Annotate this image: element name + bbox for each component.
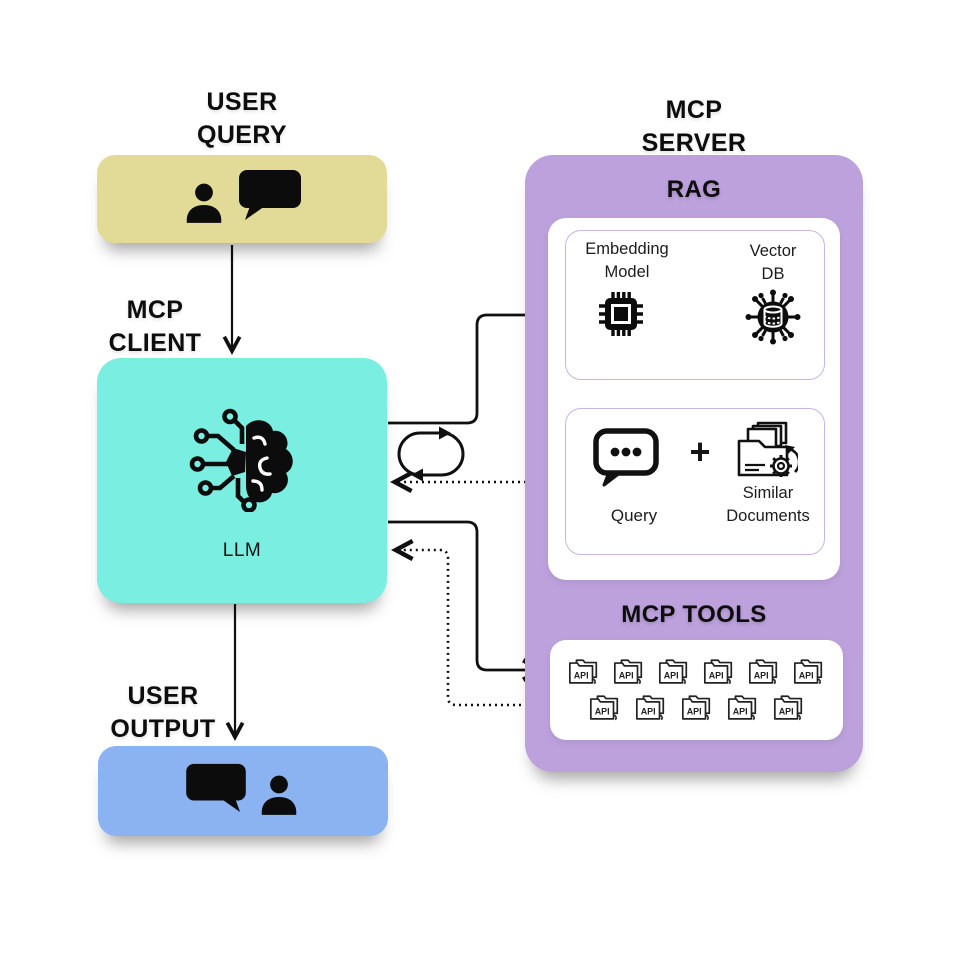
vector-db-label: Vector DB — [729, 240, 817, 286]
llm-label: LLM — [222, 540, 262, 561]
mcp-tools-label: MCP TOOLS — [621, 601, 767, 628]
user-query-title: USER QUERY — [97, 86, 387, 152]
user-output-title: USER OUTPUT — [58, 680, 268, 746]
vector-db-label-line1: Vector — [749, 242, 797, 260]
api-folder-icon: API — [748, 658, 778, 684]
vector-db-label-line2: DB — [761, 265, 785, 283]
api-label: API — [799, 670, 814, 680]
api-label: API — [664, 670, 679, 680]
person-icon — [261, 775, 297, 815]
api-folder-icon: API — [727, 694, 756, 720]
api-folder-icon: API — [589, 694, 618, 720]
embedding-label-line1: Embedding — [585, 240, 669, 258]
api-label: API — [709, 670, 724, 680]
chat-dots-icon — [593, 428, 659, 487]
cycle-icon — [397, 426, 465, 482]
documents-gear-icon — [737, 421, 798, 477]
api-folder-icon: API — [703, 658, 733, 684]
similar-label-line2: Documents — [726, 507, 810, 525]
similar-documents-label: Similar Documents — [712, 482, 824, 528]
api-label: API — [686, 706, 701, 716]
user-query-title-line2: QUERY — [197, 121, 287, 149]
chat-bubble-icon — [186, 763, 246, 812]
api-label: API — [778, 706, 793, 716]
api-folder-icon: API — [793, 658, 823, 684]
mcp-server-title-line2: SERVER — [641, 129, 747, 157]
api-label: API — [574, 670, 589, 680]
user-query-box — [97, 155, 387, 243]
plus-sign: + — [689, 431, 711, 472]
mcp-server-title: MCP SERVER — [525, 94, 863, 160]
query-documents-box: Query + Similar Documents — [565, 408, 825, 555]
mcp-server-title-line1: MCP — [665, 96, 723, 124]
query-label: Query — [610, 506, 658, 525]
api-folder-icon: API — [681, 694, 710, 720]
vector-db-icon — [745, 289, 801, 345]
user-query-title-line1: USER — [206, 88, 278, 116]
user-output-title-line1: USER — [127, 682, 199, 710]
mcp-client-title-line1: MCP — [126, 296, 184, 324]
arrow-llm-to-mcptools — [388, 520, 547, 682]
rag-label: RAG — [666, 176, 722, 203]
chat-bubble-icon — [239, 170, 301, 220]
mcp-client-title-line2: CLIENT — [108, 329, 202, 357]
api-label: API — [594, 706, 609, 716]
mcp-tools-panel: API API API — [550, 640, 843, 740]
api-folder-icon: API — [635, 694, 664, 720]
similar-label-line1: Similar — [742, 484, 794, 502]
user-output-title-line2: OUTPUT — [110, 715, 216, 743]
person-icon — [186, 183, 222, 223]
api-label: API — [619, 670, 634, 680]
chip-icon — [599, 292, 643, 336]
ai-brain-circuit-icon — [189, 408, 293, 512]
user-output-box — [98, 746, 388, 836]
api-label: API — [754, 670, 769, 680]
api-folder-icon: API — [568, 658, 598, 684]
api-folder-icon: API — [613, 658, 643, 684]
embedding-vectordb-box: Embedding Model Vector DB — [565, 230, 825, 380]
embedding-label-line2: Model — [604, 263, 650, 281]
api-tools-row-1: API API API — [550, 657, 843, 688]
api-label: API — [732, 706, 747, 716]
api-label: API — [640, 706, 655, 716]
api-folder-icon: API — [773, 694, 802, 720]
mcp-client-box: LLM — [97, 358, 387, 603]
api-tools-row-2: API API API — [550, 693, 843, 724]
mcp-client-title: MCP CLIENT — [60, 294, 250, 360]
embedding-model-label: Embedding Model — [568, 238, 686, 284]
api-folder-icon: API — [658, 658, 688, 684]
